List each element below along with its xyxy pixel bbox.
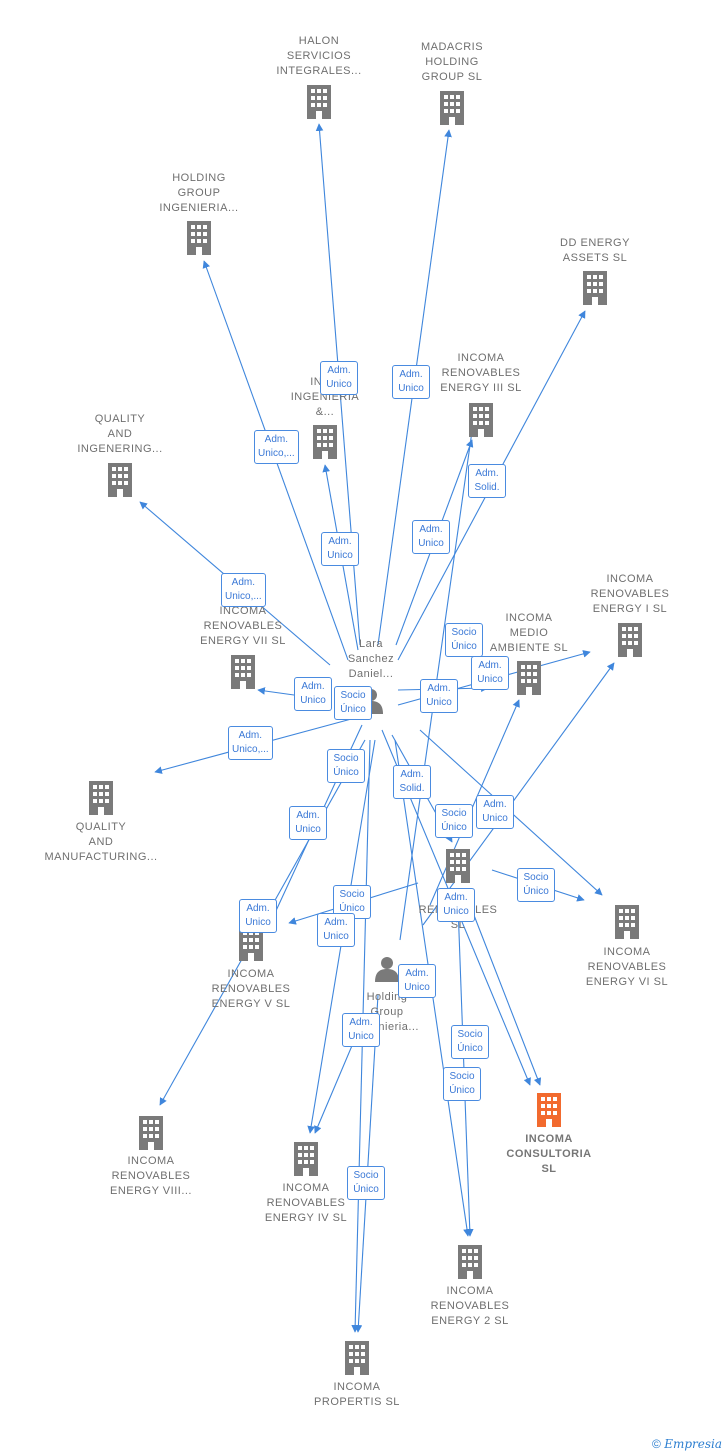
person-icon-holding_person[interactable] — [375, 957, 399, 982]
building-icon-dd_energy[interactable] — [583, 271, 607, 305]
building-icon-medio[interactable] — [517, 661, 541, 695]
building-icon-energy2[interactable] — [458, 1245, 482, 1279]
footer: © Empresia — [652, 1437, 722, 1451]
node-quality_man[interactable]: QUALITY AND MANUFACTURING... — [36, 820, 166, 865]
node-label: INCOMA RENOVABLES ENERGY 2 SL — [430, 1285, 510, 1327]
edge-role-label[interactable]: Adm. Unico — [320, 361, 358, 395]
edge-holding_person-to-consultoria — [469, 904, 542, 1086]
node-label: INCOMA RENOVABLES ENERGY III SL — [440, 352, 522, 394]
edge-role-label[interactable]: Adm. Unico — [398, 964, 436, 998]
node-label: HOLDING GROUP INGENIERIA... — [159, 172, 239, 214]
building-icon-propertis[interactable] — [345, 1341, 369, 1375]
node-dd_energy[interactable]: DD ENERGY ASSETS SL — [530, 236, 660, 266]
edge-role-label[interactable]: Adm. Unico,... — [254, 430, 299, 464]
node-holding_ing[interactable]: HOLDING GROUP INGENIERIA... — [134, 171, 264, 216]
building-icon-energy3[interactable] — [469, 403, 493, 437]
building-icon-energy7[interactable] — [231, 655, 255, 689]
building-icon-energy6[interactable] — [615, 905, 639, 939]
node-label: INCOMA RENOVABLES ENERGY V SL — [211, 968, 291, 1010]
building-icon-inco_ing[interactable] — [313, 425, 337, 459]
edge-role-label[interactable]: Socio Único — [334, 686, 372, 720]
edge-role-label[interactable]: Adm. Unico — [392, 365, 430, 399]
edge-role-label[interactable]: Socio Único — [443, 1067, 481, 1101]
copyright-icon: © — [652, 1437, 661, 1451]
building-icon-holding_ing[interactable] — [187, 221, 211, 255]
edge-role-label[interactable]: Adm. Solid. — [393, 765, 431, 799]
building-icon-renovables[interactable] — [446, 849, 470, 883]
node-label: INCOMA MEDIO AMBIENTE SL — [489, 612, 569, 654]
node-energy8[interactable]: INCOMA RENOVABLES ENERGY VIII... — [86, 1154, 216, 1199]
node-label: INCOMA CONSULTORIA SL — [506, 1133, 592, 1175]
edge-role-label[interactable]: Adm. Unico — [289, 806, 327, 840]
node-energy3[interactable]: INCOMA RENOVABLES ENERGY III SL — [416, 351, 546, 396]
node-label: Lara Sanchez Daniel... — [347, 638, 395, 680]
node-label: INCOMA RENOVABLES ENERGY IV SL — [264, 1182, 348, 1224]
edge-role-label[interactable]: Adm. Unico — [294, 677, 332, 711]
edge-role-label[interactable]: Socio Único — [435, 804, 473, 838]
building-icon-energy1[interactable] — [618, 623, 642, 657]
building-icon-energy4[interactable] — [294, 1142, 318, 1176]
edge-role-label[interactable]: Adm. Unico,... — [221, 573, 266, 607]
node-energy6[interactable]: INCOMA RENOVABLES ENERGY VI SL — [562, 945, 692, 990]
node-label: INCOMA RENOVABLES ENERGY VI SL — [585, 946, 669, 988]
node-energy5[interactable]: INCOMA RENOVABLES ENERGY V SL — [186, 967, 316, 1012]
node-label: INCOMA PROPERTIS SL — [314, 1381, 400, 1408]
edge-role-label[interactable]: Socio Único — [517, 868, 555, 902]
node-consultoria[interactable]: INCOMA CONSULTORIA SL — [484, 1132, 614, 1177]
edge-role-label[interactable]: Socio Único — [445, 623, 483, 657]
node-label: DD ENERGY ASSETS SL — [560, 237, 630, 264]
node-label: QUALITY AND INGENERING... — [77, 413, 163, 455]
building-icon-quality_man[interactable] — [89, 781, 113, 815]
node-medio[interactable]: INCOMA MEDIO AMBIENTE SL — [464, 611, 594, 656]
edge-role-label[interactable]: Adm. Unico — [342, 1013, 380, 1047]
node-propertis[interactable]: INCOMA PROPERTIS SL — [292, 1380, 422, 1410]
edge-role-label[interactable]: Adm. Unico — [239, 899, 277, 933]
edge-role-label[interactable]: Socio Único — [451, 1025, 489, 1059]
building-icon-halon[interactable] — [307, 85, 331, 119]
node-label: HALON SERVICIOS INTEGRALES... — [276, 35, 362, 77]
edge-role-label[interactable]: Adm. Unico,... — [228, 726, 273, 760]
node-label: INCOMA RENOVABLES ENERGY I SL — [590, 573, 670, 615]
node-label: INCOMA RENOVABLES ENERGY VIII... — [110, 1155, 192, 1197]
edge-holding_person-to-medio — [429, 699, 520, 906]
edge-role-label[interactable]: Adm. Unico — [437, 888, 475, 922]
node-madacris[interactable]: MADACRIS HOLDING GROUP SL — [387, 40, 517, 85]
node-quality_ing[interactable]: QUALITY AND INGENERING... — [55, 412, 185, 457]
node-energy4[interactable]: INCOMA RENOVABLES ENERGY IV SL — [241, 1181, 371, 1226]
node-label: INCOMA RENOVABLES ENERGY VII SL — [200, 605, 286, 647]
building-icon-consultoria[interactable] — [537, 1093, 561, 1127]
building-icon-madacris[interactable] — [440, 91, 464, 125]
edge-role-label[interactable]: Adm. Unico — [471, 656, 509, 690]
edge-role-label[interactable]: Adm. Unico — [412, 520, 450, 554]
node-label: MADACRIS HOLDING GROUP SL — [420, 41, 484, 83]
edge-role-label[interactable]: Adm. Unico — [321, 532, 359, 566]
building-icon-quality_ing[interactable] — [108, 463, 132, 497]
edge-holding_person-to-energy3 — [399, 409, 478, 941]
node-energy1[interactable]: INCOMA RENOVABLES ENERGY I SL — [565, 572, 695, 617]
edge-role-label[interactable]: Adm. Unico — [317, 913, 355, 947]
node-halon[interactable]: HALON SERVICIOS INTEGRALES... — [254, 34, 384, 79]
brand-logo[interactable]: Empresia — [664, 1437, 722, 1451]
edge-role-label[interactable]: Adm. Unico — [476, 795, 514, 829]
node-energy7[interactable]: INCOMA RENOVABLES ENERGY VII SL — [178, 604, 308, 649]
edge-role-label[interactable]: Adm. Solid. — [468, 464, 506, 498]
node-lara[interactable]: Lara Sanchez Daniel... — [306, 637, 436, 682]
edge-role-label[interactable]: Socio Único — [327, 749, 365, 783]
edge-role-label[interactable]: Adm. Unico — [420, 679, 458, 713]
building-icon-energy8[interactable] — [139, 1116, 163, 1150]
edge-role-label[interactable]: Socio Único — [347, 1166, 385, 1200]
edge-holding_person-to-propertis — [354, 994, 379, 1333]
node-energy2[interactable]: INCOMA RENOVABLES ENERGY 2 SL — [405, 1284, 535, 1329]
node-label: QUALITY AND MANUFACTURING... — [44, 821, 158, 863]
